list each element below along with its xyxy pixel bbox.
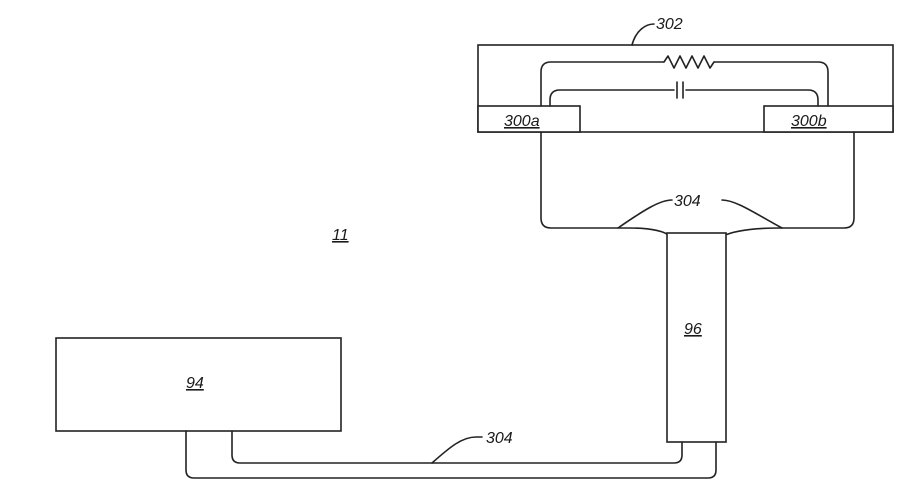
upper-lead-left: [541, 132, 670, 240]
housing-label: 302: [656, 16, 683, 33]
resistor-symbol: [664, 56, 714, 68]
lower-lead-inner: [232, 431, 682, 463]
lower-lead-label: 304: [486, 430, 513, 447]
electrode-b-label: 300b: [791, 113, 827, 130]
housing-leader-line: [632, 24, 654, 45]
upper-lead-right: [723, 132, 854, 240]
lower-lead-outer: [186, 431, 716, 478]
lower-lead: [186, 431, 716, 478]
lower-lead-leader-line: [432, 437, 482, 463]
catheter-label: 96: [684, 321, 702, 338]
electrode-a-label: 300a: [504, 113, 540, 130]
upper-lead-label: 304: [674, 193, 701, 210]
controller-label: 94: [186, 375, 204, 392]
system-label: 11: [332, 227, 349, 244]
electrode-b-box: [764, 106, 893, 132]
